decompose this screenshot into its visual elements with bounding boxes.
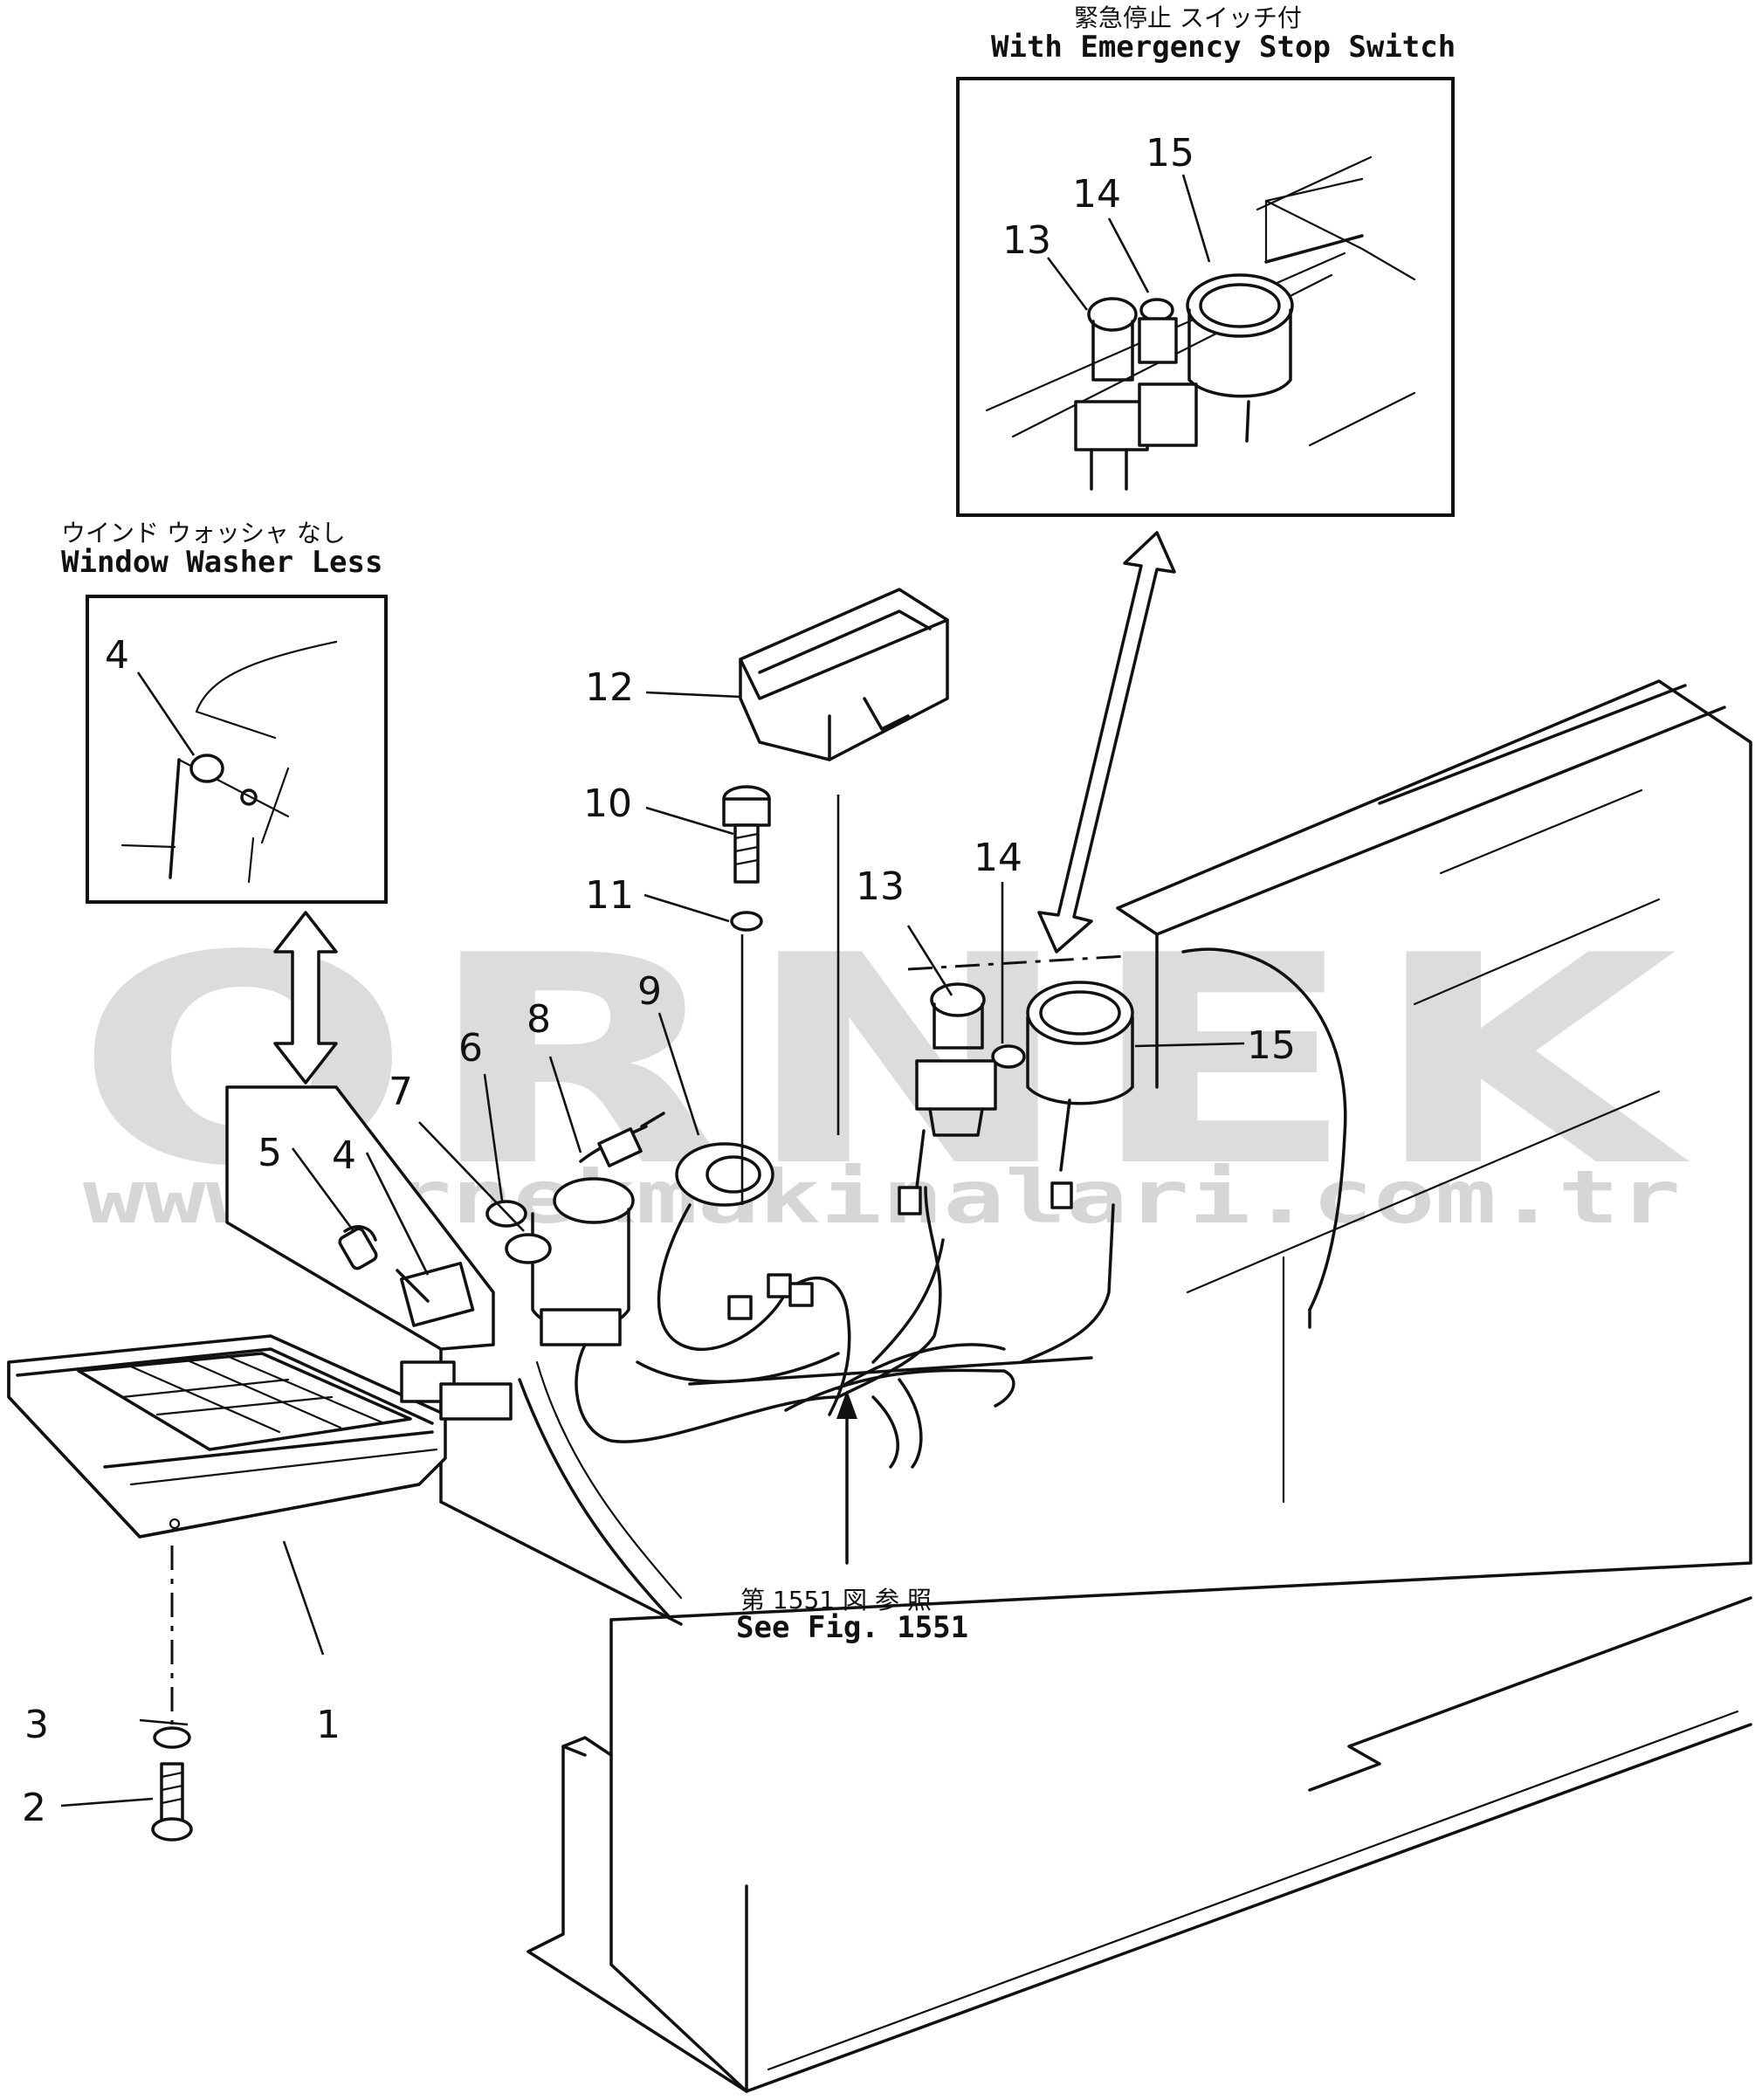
switch-panel	[225, 1085, 513, 1421]
ring-14	[991, 1044, 1026, 1069]
toggle-switch-5	[338, 1227, 378, 1270]
inset-emergency-stop	[956, 77, 1455, 517]
bolt-10	[722, 785, 771, 884]
washer-11	[730, 911, 763, 932]
toggle-switch-4	[399, 1262, 475, 1327]
see-fig-caption-jp: 第 1551 図 参 照	[740, 1586, 932, 1615]
starter-switch-assembly	[485, 1098, 1115, 1469]
window-washer-caption-en: Window Washer Less	[61, 545, 382, 580]
callout-11: 11	[585, 873, 634, 918]
callout-4: 4	[332, 1133, 356, 1178]
leader-lines	[60, 691, 1245, 1807]
part-12-holder	[739, 588, 949, 761]
callout-15: 15	[1247, 1023, 1296, 1068]
double-arrow-right	[1037, 531, 1176, 954]
callout-1: 1	[316, 1703, 341, 1747]
callout-3: 3	[24, 1703, 49, 1747]
inset-callout-15: 15	[1146, 131, 1194, 176]
see-fig-arrow	[836, 1390, 857, 1565]
emergency-stop-caption-jp: 緊急停止 スイッチ付	[1074, 3, 1302, 32]
bolt-2	[151, 1762, 193, 1842]
inset-window-washer	[86, 595, 388, 904]
callout-6: 6	[458, 1026, 483, 1071]
callout-12: 12	[585, 665, 634, 710]
callout-13: 13	[856, 864, 905, 909]
inset-callout-14: 14	[1072, 172, 1121, 217]
hour-meter-15	[1026, 981, 1134, 1105]
callout-8: 8	[527, 997, 551, 1042]
window-washer-caption-jp: ウインド ウォッシャ なし	[61, 519, 346, 547]
callout-2: 2	[22, 1786, 46, 1830]
see-fig-caption-en: See Fig. 1551	[736, 1610, 968, 1645]
emergency-stop-switch-13	[915, 982, 997, 1137]
monitor-panel	[7, 1334, 447, 1539]
emergency-stop-caption-en: With Emergency Stop Switch	[991, 30, 1456, 65]
knob-7	[505, 1233, 552, 1264]
callout-14: 14	[974, 836, 1022, 880]
console-body	[439, 679, 1752, 2093]
double-arrow-left	[273, 911, 338, 1084]
inset-callout-4: 4	[105, 633, 129, 678]
inset-callout-13: 13	[1002, 218, 1051, 263]
callout-7: 7	[389, 1070, 413, 1114]
callout-5: 5	[258, 1131, 282, 1175]
washer-3	[153, 1726, 191, 1749]
callout-9: 9	[637, 969, 662, 1014]
callout-10: 10	[583, 781, 632, 826]
